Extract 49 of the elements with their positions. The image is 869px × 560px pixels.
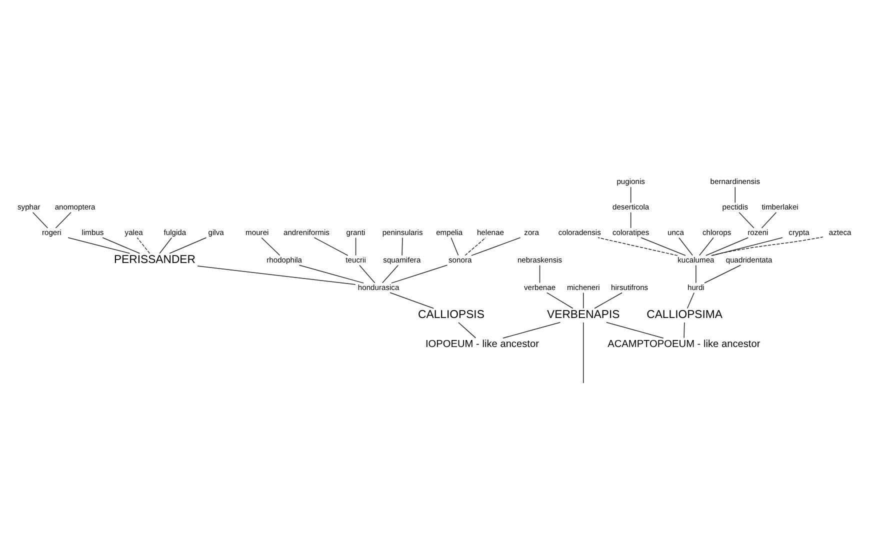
connector <box>630 186 632 203</box>
connector <box>298 264 364 283</box>
connector <box>686 292 694 308</box>
connector <box>704 264 742 283</box>
connector <box>539 264 540 283</box>
connector <box>102 236 140 254</box>
connector <box>699 236 714 256</box>
connector <box>583 322 584 383</box>
connector <box>606 321 664 338</box>
connector <box>68 236 130 254</box>
connector <box>471 236 521 256</box>
connector <box>738 211 754 228</box>
connector <box>464 236 486 256</box>
connector <box>502 321 561 338</box>
connector <box>261 236 280 256</box>
connector <box>684 322 685 338</box>
connector <box>359 264 376 283</box>
node-text: VERBENAPIS <box>547 308 620 321</box>
connector <box>197 265 356 284</box>
connector <box>706 236 749 256</box>
connector <box>594 292 622 308</box>
connector <box>678 236 693 256</box>
node-text: PERISSANDER <box>114 254 196 266</box>
connector <box>390 292 434 308</box>
node-text: ACAMPTOPOEUM - like ancestor <box>608 338 760 350</box>
connector <box>761 211 777 228</box>
connector <box>640 236 686 256</box>
connector <box>159 236 172 254</box>
connector <box>630 211 632 228</box>
connector <box>458 322 476 338</box>
connector <box>598 236 678 256</box>
connector <box>712 236 783 256</box>
connector <box>710 236 824 256</box>
connector <box>546 292 574 308</box>
connector <box>314 236 348 256</box>
connector <box>136 236 150 254</box>
connector <box>391 264 448 283</box>
node-text: IOPOEUM - like ancestor <box>425 338 539 350</box>
connector <box>450 236 459 256</box>
connector <box>355 236 356 256</box>
connector <box>583 292 584 308</box>
connector <box>734 186 736 203</box>
connector <box>382 264 399 283</box>
connector <box>402 236 403 256</box>
connector <box>169 236 207 254</box>
connector <box>55 211 72 228</box>
connector <box>32 211 48 228</box>
node-text: CALLIOPSIS <box>418 308 484 321</box>
node-text: CALLIOPSIMA <box>646 308 722 321</box>
